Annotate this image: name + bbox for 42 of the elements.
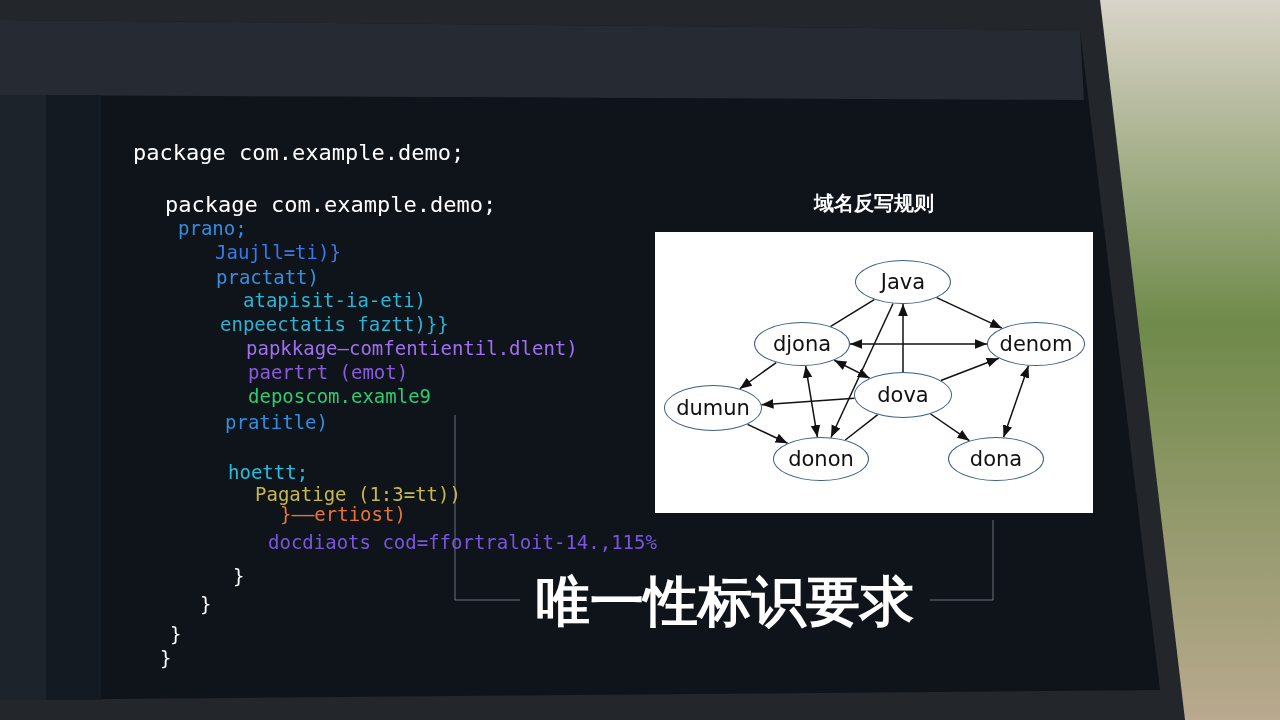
code-line: }——ertiost) [280,504,406,526]
code-line: } [200,594,212,616]
ellipse-node: dova [854,372,952,418]
arrow [849,339,988,349]
arrow [802,365,821,438]
code-line: } [170,624,182,646]
code-line: enpeectatis faztt)}} [220,314,449,336]
code-line: deposcom.examle9 [248,386,432,408]
code-line: hoettt; [228,462,309,484]
code-line: Jaujll=ti)} [215,242,341,264]
code-line: practatt) [216,267,319,289]
ellipse-node: Java [855,260,951,304]
code-line: atapisit-ia-eti) [243,290,427,312]
ellipse-node: djona [754,322,850,366]
code-line: Pagatige (1:3=tt)) [255,484,461,506]
panel-title: 域名反写规则 [812,190,935,217]
code-line: } [233,566,245,588]
code-line: package com.example.demo; [133,140,465,166]
ellipse-node: donon [773,437,869,481]
arrow [833,359,871,379]
caption-text: 唯一性标识要求 [535,572,915,632]
arrow [830,302,894,439]
connector-line [844,413,879,441]
arrow [935,296,1003,329]
ellipse-node: dona [948,437,1044,481]
arrow [746,423,789,444]
arrow [1002,365,1030,438]
code-line: } [160,648,172,670]
connector-line [829,298,876,328]
code-line: package com.example.demo; [165,192,497,218]
arrow [739,361,777,390]
code-line: papkkage—comfentientil.dlent) [246,338,578,360]
arrow [940,357,1000,382]
code-line: paertrt (emot) [248,362,409,384]
ellipse-node: denom [987,322,1085,366]
arrow [898,303,908,373]
arrow [760,397,856,409]
code-line: docdiaots cod=ffortraloit-14.,115% [268,532,657,554]
code-line: prano; [178,218,247,240]
ellipse-node: dumun [664,385,762,431]
code-line: pratitle) [225,412,328,434]
arrow [929,413,971,442]
